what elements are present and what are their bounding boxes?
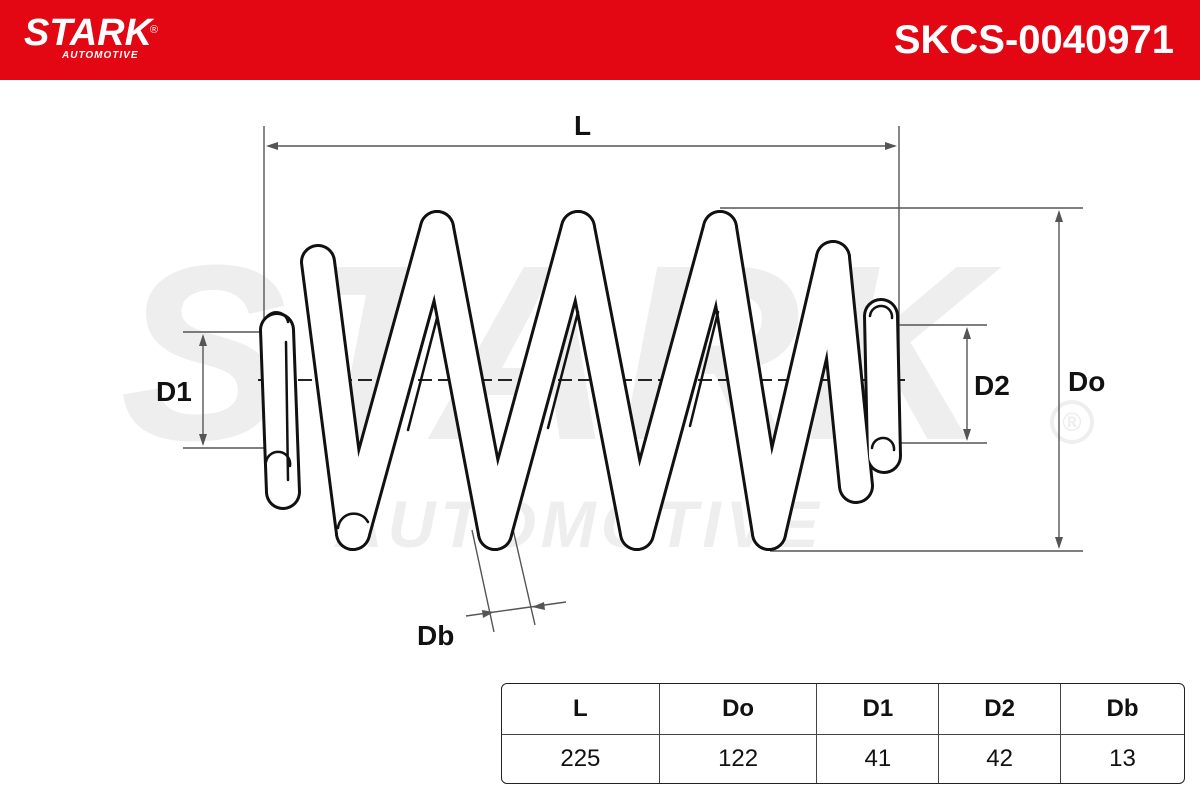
part-number: SKCS-0040971 [893,18,1174,62]
header-l: L [502,684,660,735]
spec-table: L Do D1 D2 Db 225 122 41 42 13 [501,683,1185,784]
header-d1: D1 [817,684,940,735]
dimension-arrows [199,142,1063,618]
label-d2: D2 [974,370,1010,401]
label-db: Db [417,620,455,651]
label-do: Do [1068,366,1106,397]
label-l: L [574,110,592,141]
logo-subtitle: AUTOMOTIVE [62,50,139,61]
value-d2: 42 [939,735,1061,783]
header-db: Db [1061,684,1184,735]
value-do: 122 [660,735,818,783]
value-l: 225 [502,735,660,783]
value-db: 13 [1109,745,1136,772]
spring-coils [259,210,902,551]
stark-logo: STARK AUTOMOTIVE [24,14,152,61]
logo-registered-mark: ® [150,24,159,36]
header-bar: STARK AUTOMOTIVE ® SKCS-0040971 [0,0,1200,80]
spec-table-header-row: L Do D1 D2 Db [502,684,1184,735]
logo-word: STARK [24,12,153,54]
label-d1: D1 [156,376,192,407]
header-d2: D2 [939,684,1061,735]
value-d1: 41 [817,735,940,783]
spec-table-value-row: 225 122 41 42 13 [502,735,1184,783]
header-do: Do [659,684,818,735]
